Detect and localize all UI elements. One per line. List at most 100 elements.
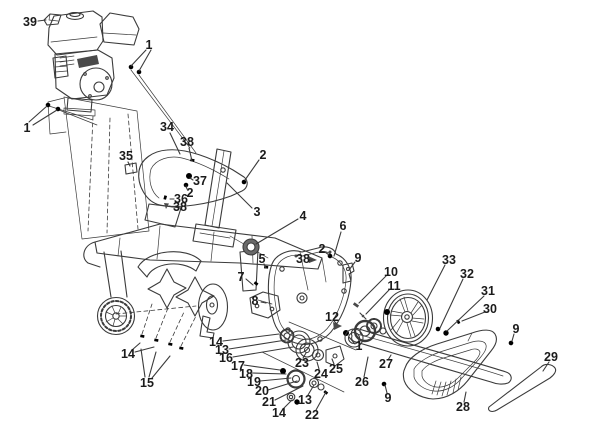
leader-line <box>439 278 464 329</box>
callout-number: 9 <box>385 391 392 405</box>
callout-number: 15 <box>140 376 154 390</box>
callout-number: 35 <box>119 149 133 163</box>
callout-number: 38 <box>296 252 310 266</box>
callout-number: 11 <box>387 279 400 293</box>
callout-number: 9 <box>355 251 362 265</box>
skid-wedge <box>488 363 557 412</box>
leader-line <box>169 132 181 155</box>
callout-number: 2 <box>187 186 194 200</box>
handle-post <box>192 148 237 248</box>
callout-number: 14 <box>272 406 286 420</box>
leader-line <box>302 352 307 359</box>
callout-number: 37 <box>193 174 207 188</box>
leader-line <box>255 218 299 245</box>
leader-line <box>260 301 267 304</box>
leader-line <box>245 278 254 286</box>
leader-line <box>138 49 152 72</box>
callout-number: 3 <box>254 205 261 219</box>
leader-line <box>348 336 356 345</box>
chassis-assembly <box>83 223 327 339</box>
leader-line <box>148 351 157 378</box>
leader-line <box>226 182 253 209</box>
callout-number: 18 <box>239 367 253 381</box>
leader-line <box>28 105 48 123</box>
callout-number: 16 <box>219 351 233 365</box>
callout-number: 2 <box>260 148 267 162</box>
leader-line <box>363 356 369 378</box>
leader-line <box>282 399 293 410</box>
callout-number: 25 <box>329 362 343 376</box>
depth-roller <box>242 238 260 256</box>
engine-assembly <box>47 10 140 117</box>
left-wheel <box>96 296 136 336</box>
callout-number: 29 <box>544 350 558 364</box>
leader-line <box>168 205 174 208</box>
leader-line <box>461 311 486 322</box>
right-transport-wheel <box>197 283 229 331</box>
callout-number: 39 <box>23 15 37 29</box>
callout-number: 19 <box>247 375 261 389</box>
callout-number: 27 <box>379 357 393 371</box>
callout-number: 12 <box>325 310 339 324</box>
callout-number: 21 <box>262 395 276 409</box>
leader-line <box>358 275 387 304</box>
callout-number: 23 <box>295 356 309 370</box>
drive-belt <box>350 327 512 385</box>
callout-number: 4 <box>300 209 307 223</box>
mount-bracket <box>249 291 281 319</box>
leader-line <box>222 333 280 342</box>
callout-number: 10 <box>384 265 398 279</box>
leader-line <box>387 354 392 361</box>
leader-line <box>315 391 327 411</box>
leader-line <box>333 231 342 257</box>
callout-number: 26 <box>355 375 369 389</box>
callout-number: 33 <box>442 253 456 267</box>
callout-number: 20 <box>255 384 269 398</box>
callout-number: 36 <box>174 192 188 206</box>
leader-line <box>232 346 294 358</box>
callout-number: 6 <box>340 219 347 233</box>
leader-line <box>134 346 155 353</box>
direction-arrows <box>164 203 342 330</box>
callout-number: 9 <box>513 322 520 336</box>
callout-number: 5 <box>259 252 266 266</box>
leader-line <box>307 384 315 396</box>
callout-number: 38 <box>173 200 187 214</box>
leader-line <box>274 385 304 401</box>
leader-line <box>463 391 467 403</box>
alignment-lines <box>48 69 357 393</box>
callout-number: 8 <box>252 294 259 308</box>
callout-number: 17 <box>231 359 245 373</box>
leader-line <box>316 361 320 370</box>
leader-line <box>244 159 260 181</box>
leader-line <box>140 348 146 378</box>
leader-line <box>151 355 171 379</box>
callout-number: 14 <box>209 335 223 349</box>
callout-number: 7 <box>238 270 245 284</box>
callout-number: 13 <box>215 343 229 357</box>
leader-line <box>259 377 292 382</box>
callout-number: 14 <box>121 347 135 361</box>
drive-wheel <box>382 289 434 347</box>
leader-line <box>446 295 485 332</box>
leader-line <box>32 109 58 126</box>
callout-number: 22 <box>305 408 319 422</box>
leader-line <box>188 147 193 162</box>
callout-number: 38 <box>180 135 194 149</box>
leader-line <box>333 320 338 325</box>
leader-line <box>365 289 390 315</box>
callout-number: 24 <box>314 367 328 381</box>
callout-number: 1 <box>146 38 153 52</box>
leader-line <box>331 358 335 365</box>
leader-line <box>542 361 550 372</box>
leader-line <box>189 177 194 181</box>
callout-number: 28 <box>456 400 470 414</box>
callout-number: 32 <box>460 267 474 281</box>
callout-number: 1 <box>356 339 363 353</box>
leader-line <box>130 49 147 67</box>
engine-label-plate <box>43 13 62 26</box>
callout-number: 30 <box>483 302 497 316</box>
callout-number: 1 <box>24 121 31 135</box>
